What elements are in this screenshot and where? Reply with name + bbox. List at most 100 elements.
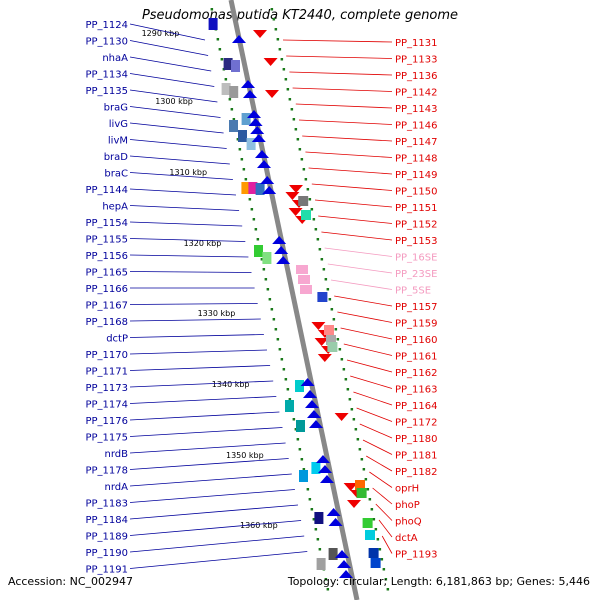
gene-block [299, 470, 308, 482]
left-gene-label: PP_1183 [85, 499, 128, 510]
reverse-gene-arrow [311, 322, 326, 330]
left-connector [129, 122, 224, 134]
tick-mark [318, 248, 322, 251]
tick-mark [220, 58, 224, 61]
forward-gene-arrow [335, 550, 349, 558]
gene-block [370, 558, 381, 568]
tick-mark [244, 178, 248, 181]
tick-mark [366, 488, 370, 491]
left-connector [129, 535, 305, 553]
right-gene-label: PP_1161 [395, 352, 438, 363]
left-connector [129, 271, 252, 273]
tick-mark [338, 348, 342, 351]
forward-gene-arrow [328, 518, 343, 526]
left-gene-label: PP_1191 [85, 565, 128, 576]
right-connector [369, 471, 393, 488]
tick-mark [304, 178, 308, 181]
right-connector [286, 55, 393, 59]
tick-mark [330, 308, 334, 311]
gene-block [208, 18, 218, 30]
tick-mark [280, 58, 284, 61]
forward-gene-arrow [276, 256, 291, 264]
left-gene-label: PP_1154 [85, 218, 128, 229]
tick-mark [256, 238, 260, 241]
right-gene-label: PP_1160 [395, 335, 438, 346]
left-connector [129, 40, 209, 56]
tick-mark [328, 298, 332, 301]
tick-mark [266, 288, 270, 291]
tick-mark [308, 498, 312, 501]
gene-block [246, 138, 256, 150]
right-gene-label: PP_1131 [395, 38, 438, 49]
right-connector [298, 119, 393, 125]
tick-mark [282, 368, 286, 371]
gene-block [328, 548, 338, 560]
right-connector [305, 151, 393, 158]
forward-gene-arrow [262, 186, 277, 194]
tick-mark [288, 398, 292, 401]
tick-mark [358, 448, 362, 451]
forward-gene-arrow [274, 246, 289, 254]
left-gene-label: hepA [102, 202, 128, 213]
tick-mark [292, 118, 296, 121]
reverse-gene-arrow [265, 90, 279, 98]
right-connector [343, 343, 393, 356]
forward-gene-arrow [251, 134, 266, 142]
right-connector [378, 519, 393, 538]
left-connector [129, 520, 302, 536]
left-connector [129, 473, 292, 487]
reverse-gene-arrow [288, 208, 303, 216]
gene-block [254, 245, 263, 257]
kbp-tick-label: 1310 kbp [169, 168, 207, 177]
tick-mark [272, 318, 276, 321]
tick-mark [308, 198, 312, 201]
left-gene-label: PP_1135 [85, 86, 128, 97]
tick-mark [278, 48, 282, 51]
tick-mark [332, 318, 336, 321]
right-gene-label: PP_1163 [395, 385, 438, 396]
tick-mark [274, 28, 278, 31]
gene-block [238, 130, 247, 142]
gene-block [327, 342, 338, 352]
right-gene-label: PP_1147 [395, 137, 438, 148]
left-connector [129, 504, 299, 520]
gene-block [314, 512, 324, 524]
gene-block [229, 86, 239, 98]
gene-block [324, 325, 334, 335]
gene-block [311, 462, 321, 474]
forward-gene-arrow [243, 90, 257, 98]
genome-summary: Topology: circular; Length: 6,181,863 bp… [287, 575, 590, 588]
right-gene-label: PP_1148 [395, 154, 438, 165]
left-gene-label: PP_1190 [85, 548, 128, 559]
left-gene-label: PP_1155 [85, 235, 128, 246]
tick-mark [268, 298, 272, 301]
right-gene-label: PP_1157 [395, 302, 438, 313]
tick-mark [216, 38, 220, 41]
right-gene-label: PP_1150 [395, 187, 438, 198]
tick-mark [372, 518, 376, 521]
reverse-gene-arrow [263, 58, 278, 66]
forward-gene-arrow [232, 35, 246, 43]
right-gene-label: PP_1152 [395, 220, 438, 231]
right-connector [282, 39, 393, 43]
tick-mark [270, 8, 274, 11]
gene-block [317, 292, 328, 302]
reverse-gene-arrow [289, 185, 303, 193]
tick-mark [292, 418, 296, 421]
right-connector [292, 87, 393, 92]
left-gene-label: PP_1144 [85, 185, 128, 196]
left-gene-label: PP_1134 [85, 70, 128, 81]
forward-gene-arrow [337, 560, 351, 568]
gene-block [356, 488, 367, 498]
tick-mark [346, 388, 350, 391]
tick-mark [364, 478, 368, 481]
tick-mark [280, 358, 284, 361]
right-connector [340, 327, 393, 340]
right-connector [356, 407, 393, 422]
tick-mark [326, 588, 330, 591]
tick-mark [286, 88, 290, 91]
reverse-gene-arrow [343, 483, 358, 491]
forward-gene-arrow [326, 508, 341, 516]
right-gene-label: PP_1180 [395, 434, 438, 445]
